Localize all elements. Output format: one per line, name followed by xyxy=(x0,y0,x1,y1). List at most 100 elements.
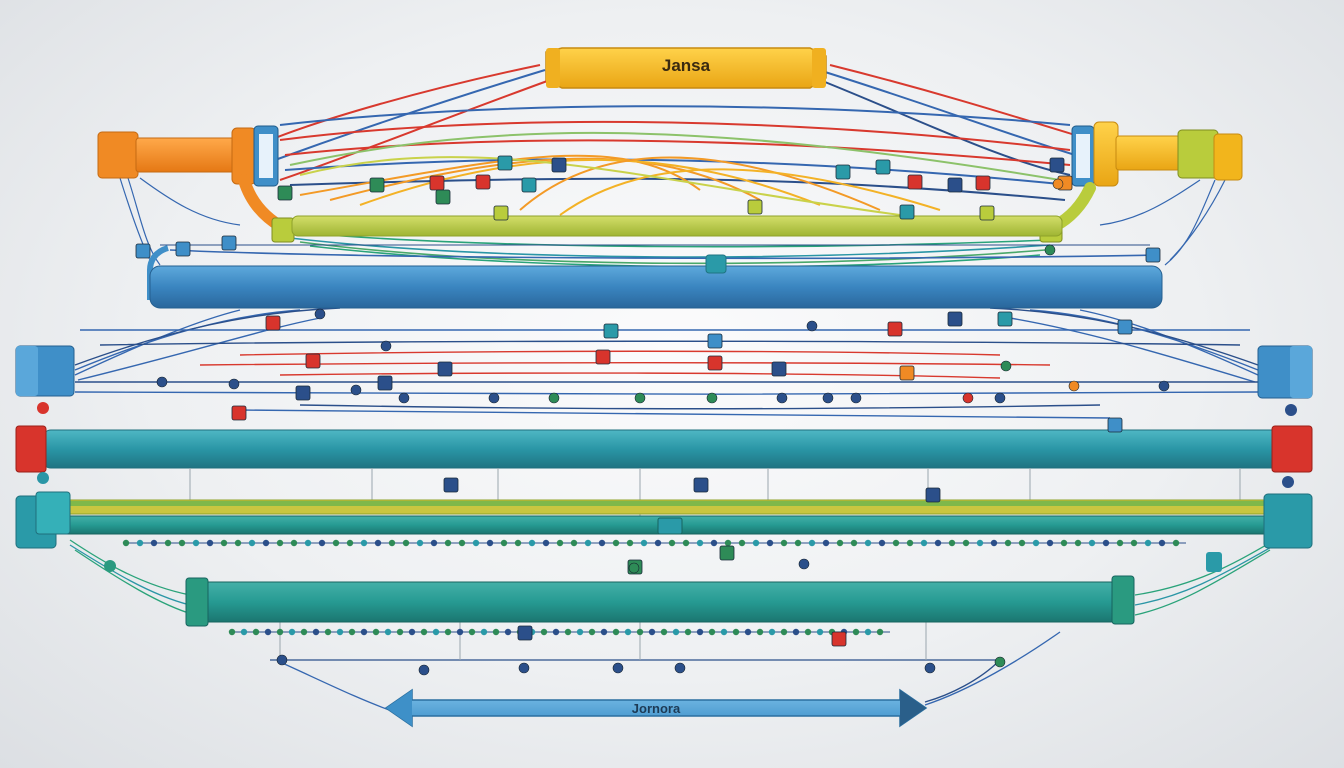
connector-icon xyxy=(997,311,1013,327)
connector-icon xyxy=(221,235,237,251)
node-icon xyxy=(1044,244,1056,256)
connector-icon xyxy=(493,205,509,221)
node-icon xyxy=(1032,539,1040,547)
node-icon xyxy=(1068,380,1080,392)
connector-icon xyxy=(377,375,393,391)
node-icon xyxy=(318,539,326,547)
node-icon xyxy=(576,628,584,636)
node-icon xyxy=(626,539,634,547)
node-icon xyxy=(798,558,810,570)
bottom-arrow-bar: Jornora xyxy=(384,688,928,728)
node-icon xyxy=(192,539,200,547)
node-icon xyxy=(816,628,824,636)
node-icon xyxy=(336,628,344,636)
node-icon xyxy=(588,628,596,636)
node-icon xyxy=(276,654,288,666)
bead-line-upper xyxy=(122,539,1186,547)
arrow-left-icon xyxy=(386,690,412,726)
node-icon xyxy=(540,628,548,636)
node-icon xyxy=(628,562,640,574)
node-icon xyxy=(924,662,936,674)
node-icon xyxy=(264,628,272,636)
node-icon xyxy=(1158,380,1170,392)
top-label-bar: Jansa xyxy=(545,47,827,89)
node-icon xyxy=(228,378,240,390)
connector-icon xyxy=(295,385,311,401)
lower-teal-bar xyxy=(104,552,1222,627)
node-icon xyxy=(384,628,392,636)
bottom-label-text: Jornora xyxy=(632,701,681,716)
node-icon xyxy=(668,539,676,547)
connector-icon xyxy=(369,177,385,193)
node-icon xyxy=(1172,539,1180,547)
node-icon xyxy=(262,539,270,547)
node-icon xyxy=(528,539,536,547)
node-icon xyxy=(920,539,928,547)
node-icon xyxy=(122,539,130,547)
connector-icon xyxy=(907,174,923,190)
node-icon xyxy=(766,539,774,547)
node-icon xyxy=(1060,539,1068,547)
node-icon xyxy=(806,320,818,332)
node-icon xyxy=(228,628,236,636)
connector-icon xyxy=(771,361,787,377)
node-icon xyxy=(290,539,298,547)
node-icon xyxy=(962,392,974,404)
node-icon xyxy=(1004,539,1012,547)
node-icon xyxy=(480,628,488,636)
node-icon xyxy=(178,539,186,547)
node-icon xyxy=(948,539,956,547)
node-icon xyxy=(672,628,680,636)
connector-icon xyxy=(175,241,191,257)
node-icon xyxy=(514,539,522,547)
connector-icon xyxy=(875,159,891,175)
node-icon xyxy=(990,539,998,547)
connector-icon xyxy=(707,355,723,371)
connector-icon xyxy=(595,349,611,365)
blue-bar xyxy=(147,245,1163,309)
lime-bar xyxy=(291,215,1063,237)
node-icon xyxy=(674,662,686,674)
connector-icon xyxy=(265,315,281,331)
node-icon xyxy=(744,628,752,636)
connector-icon xyxy=(551,157,567,173)
node-icon xyxy=(418,664,430,676)
node-icon xyxy=(684,628,692,636)
node-icon xyxy=(864,539,872,547)
connector-icon xyxy=(1049,157,1065,173)
connector-icon xyxy=(437,361,453,377)
node-icon xyxy=(634,392,646,404)
node-icon xyxy=(374,539,382,547)
connector-icon xyxy=(899,204,915,220)
connector-icon xyxy=(517,625,533,641)
node-icon xyxy=(794,539,802,547)
node-icon xyxy=(994,656,1006,668)
node-icon xyxy=(1130,539,1138,547)
node-icon xyxy=(708,628,716,636)
node-icon xyxy=(768,628,776,636)
node-icon xyxy=(300,628,308,636)
node-icon xyxy=(994,392,1006,404)
node-icon xyxy=(380,340,392,352)
node-icon xyxy=(332,539,340,547)
node-icon xyxy=(850,539,858,547)
node-icon xyxy=(486,539,494,547)
node-icon xyxy=(416,539,424,547)
node-icon xyxy=(570,539,578,547)
node-icon xyxy=(402,539,410,547)
node-icon xyxy=(136,539,144,547)
node-icon xyxy=(804,628,812,636)
node-icon xyxy=(472,539,480,547)
node-icon xyxy=(500,539,508,547)
node-icon xyxy=(552,628,560,636)
node-icon xyxy=(556,539,564,547)
node-icon xyxy=(488,392,500,404)
node-icon xyxy=(598,539,606,547)
node-icon xyxy=(1102,539,1110,547)
left-orange-connector xyxy=(97,125,295,243)
connector-icon xyxy=(1107,417,1123,433)
green-yellow-rail xyxy=(15,491,1313,549)
arrow-right-icon xyxy=(900,690,926,726)
node-icon xyxy=(906,539,914,547)
